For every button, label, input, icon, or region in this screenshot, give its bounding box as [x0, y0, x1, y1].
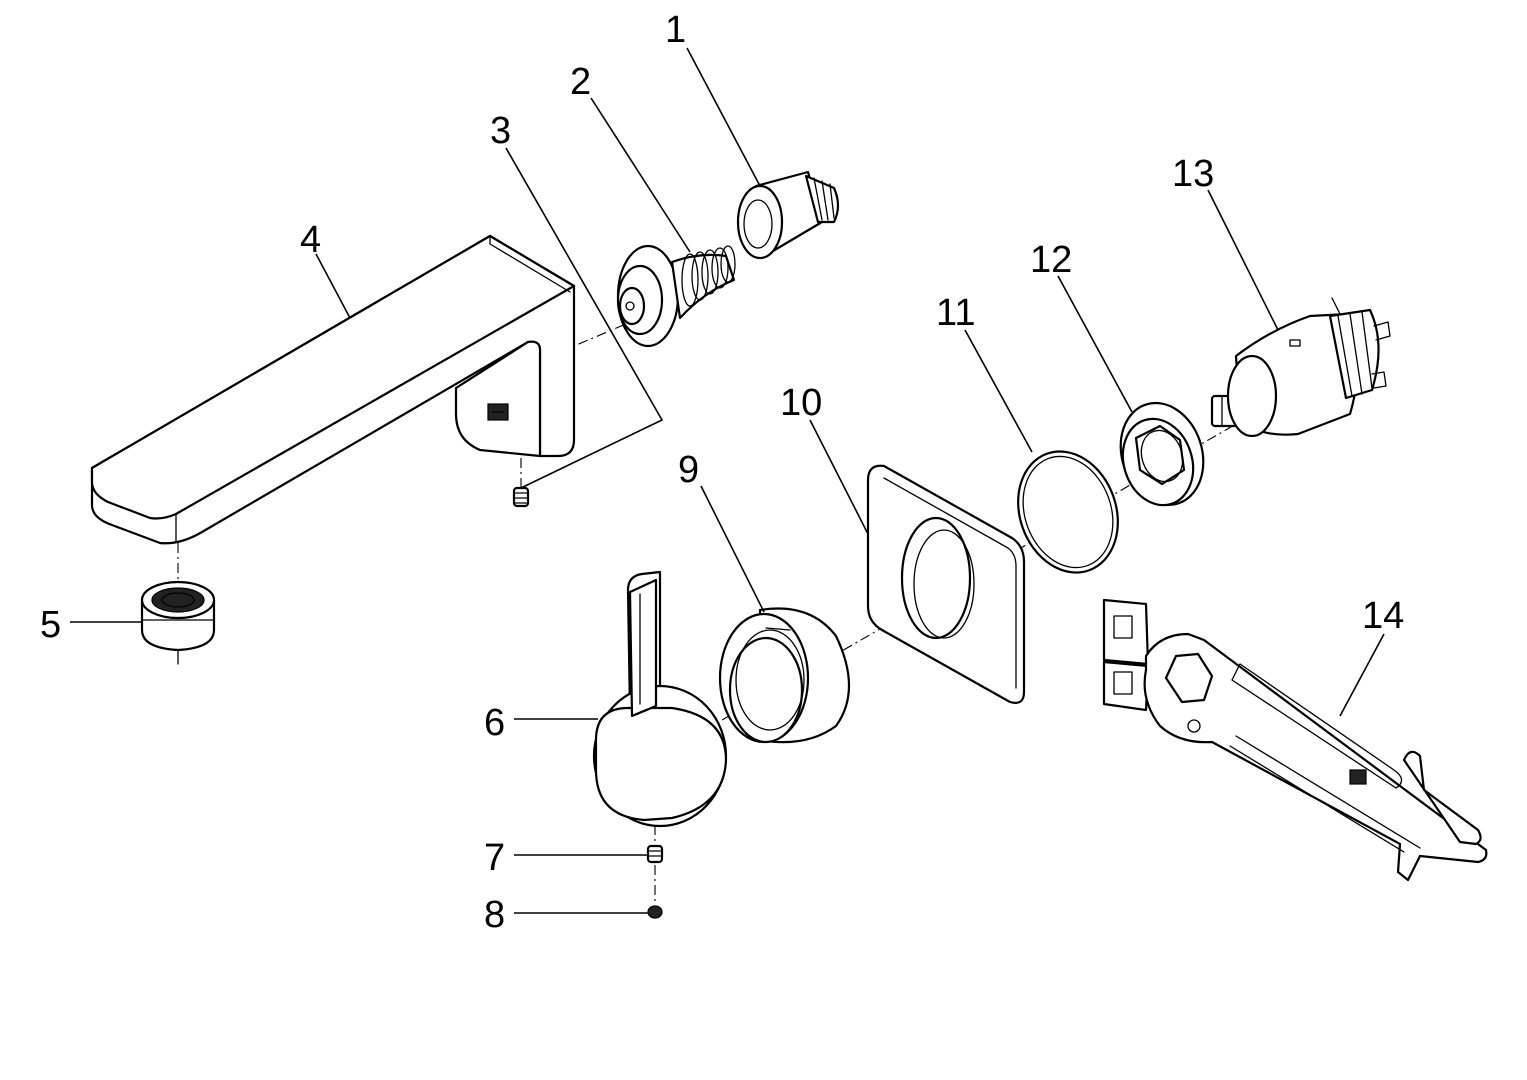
callout-11: 11 — [936, 292, 975, 334]
part-1-adapter-nipple — [736, 170, 840, 260]
callout-9: 9 — [678, 449, 699, 491]
part-9-sleeve — [718, 607, 851, 744]
callout-3: 3 — [490, 110, 511, 152]
callout-1: 1 — [665, 9, 686, 51]
part-7-grub-screw — [646, 844, 664, 864]
callout-7: 7 — [484, 837, 505, 879]
callout-6: 6 — [484, 702, 505, 744]
part-14-wrench-tool — [1102, 598, 1488, 882]
callout-5: 5 — [40, 604, 61, 646]
tool-logo-icon — [1349, 769, 1367, 785]
callout-4: 4 — [300, 219, 321, 261]
part-11-o-ring — [1017, 450, 1119, 574]
part-8-cap-plug — [647, 905, 663, 919]
callout-leader-lines — [70, 47, 1385, 914]
callout-13: 13 — [1172, 153, 1214, 195]
part-4-spout — [90, 234, 576, 545]
part-3-set-screw — [512, 486, 530, 508]
callout-8: 8 — [484, 894, 505, 936]
part-13-cartridge — [1210, 297, 1391, 438]
part-10-rosette-plate — [866, 464, 1026, 704]
callout-14: 14 — [1362, 595, 1404, 637]
callout-10: 10 — [780, 382, 822, 424]
callout-2: 2 — [570, 61, 591, 103]
part-12-ring-nut — [1119, 401, 1205, 507]
callout-numbers: 1 2 3 4 5 6 7 8 9 10 11 12 13 14 — [40, 9, 1404, 936]
part-6-lever-handle — [592, 570, 728, 828]
part-2-flange-connector — [616, 244, 736, 348]
part-5-aerator — [140, 580, 216, 665]
callout-12: 12 — [1030, 239, 1072, 281]
